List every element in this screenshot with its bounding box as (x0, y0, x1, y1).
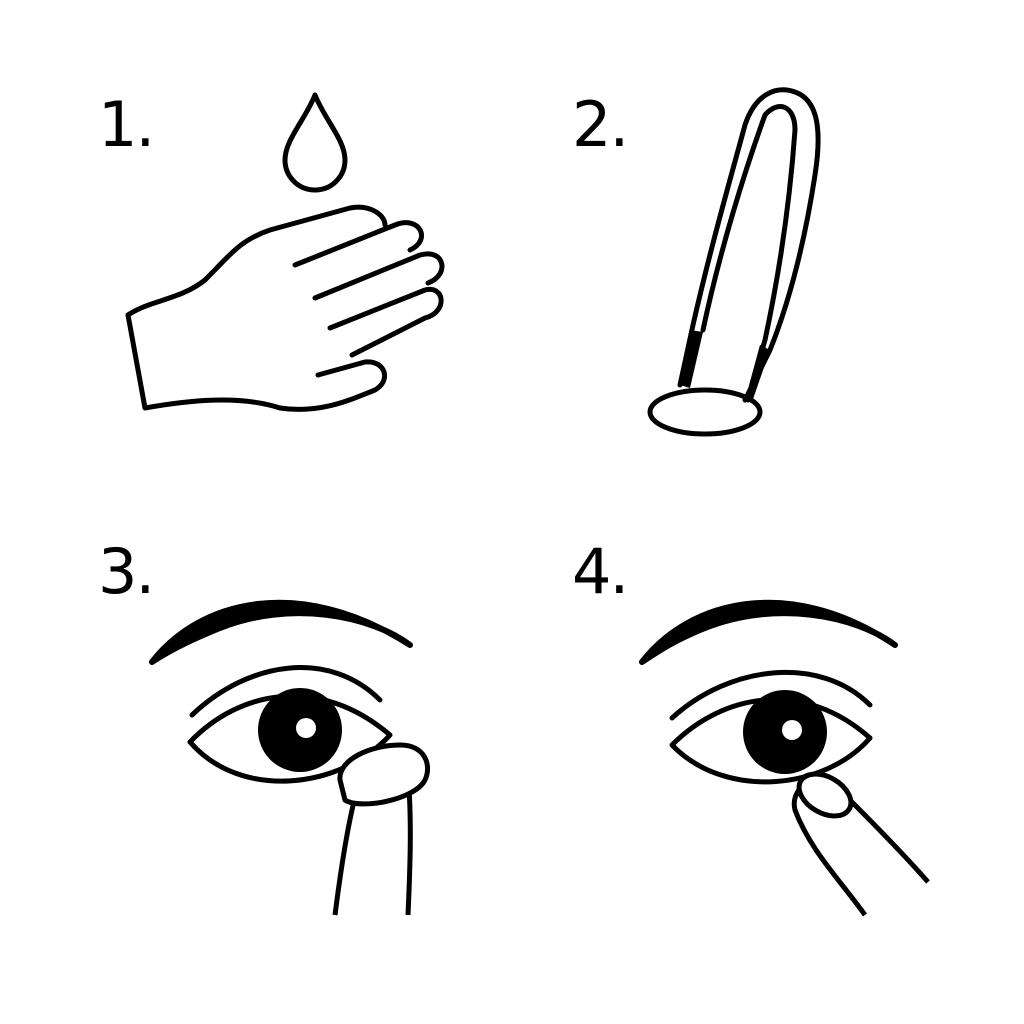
finger-with-lens-icon (332, 742, 431, 916)
eye-icon (639, 599, 898, 785)
step-2-label: 2. (572, 88, 629, 161)
step-1-label: 1. (98, 88, 155, 161)
tweezers-icon (677, 87, 821, 403)
contact-lens-icon (647, 387, 763, 437)
step-4-label: 4. (572, 535, 629, 608)
step-3-label: 3. (98, 535, 155, 608)
water-drop-icon (282, 92, 348, 193)
eye-icon (149, 599, 413, 784)
hand-icon (125, 204, 445, 412)
finger-icon (791, 771, 930, 917)
